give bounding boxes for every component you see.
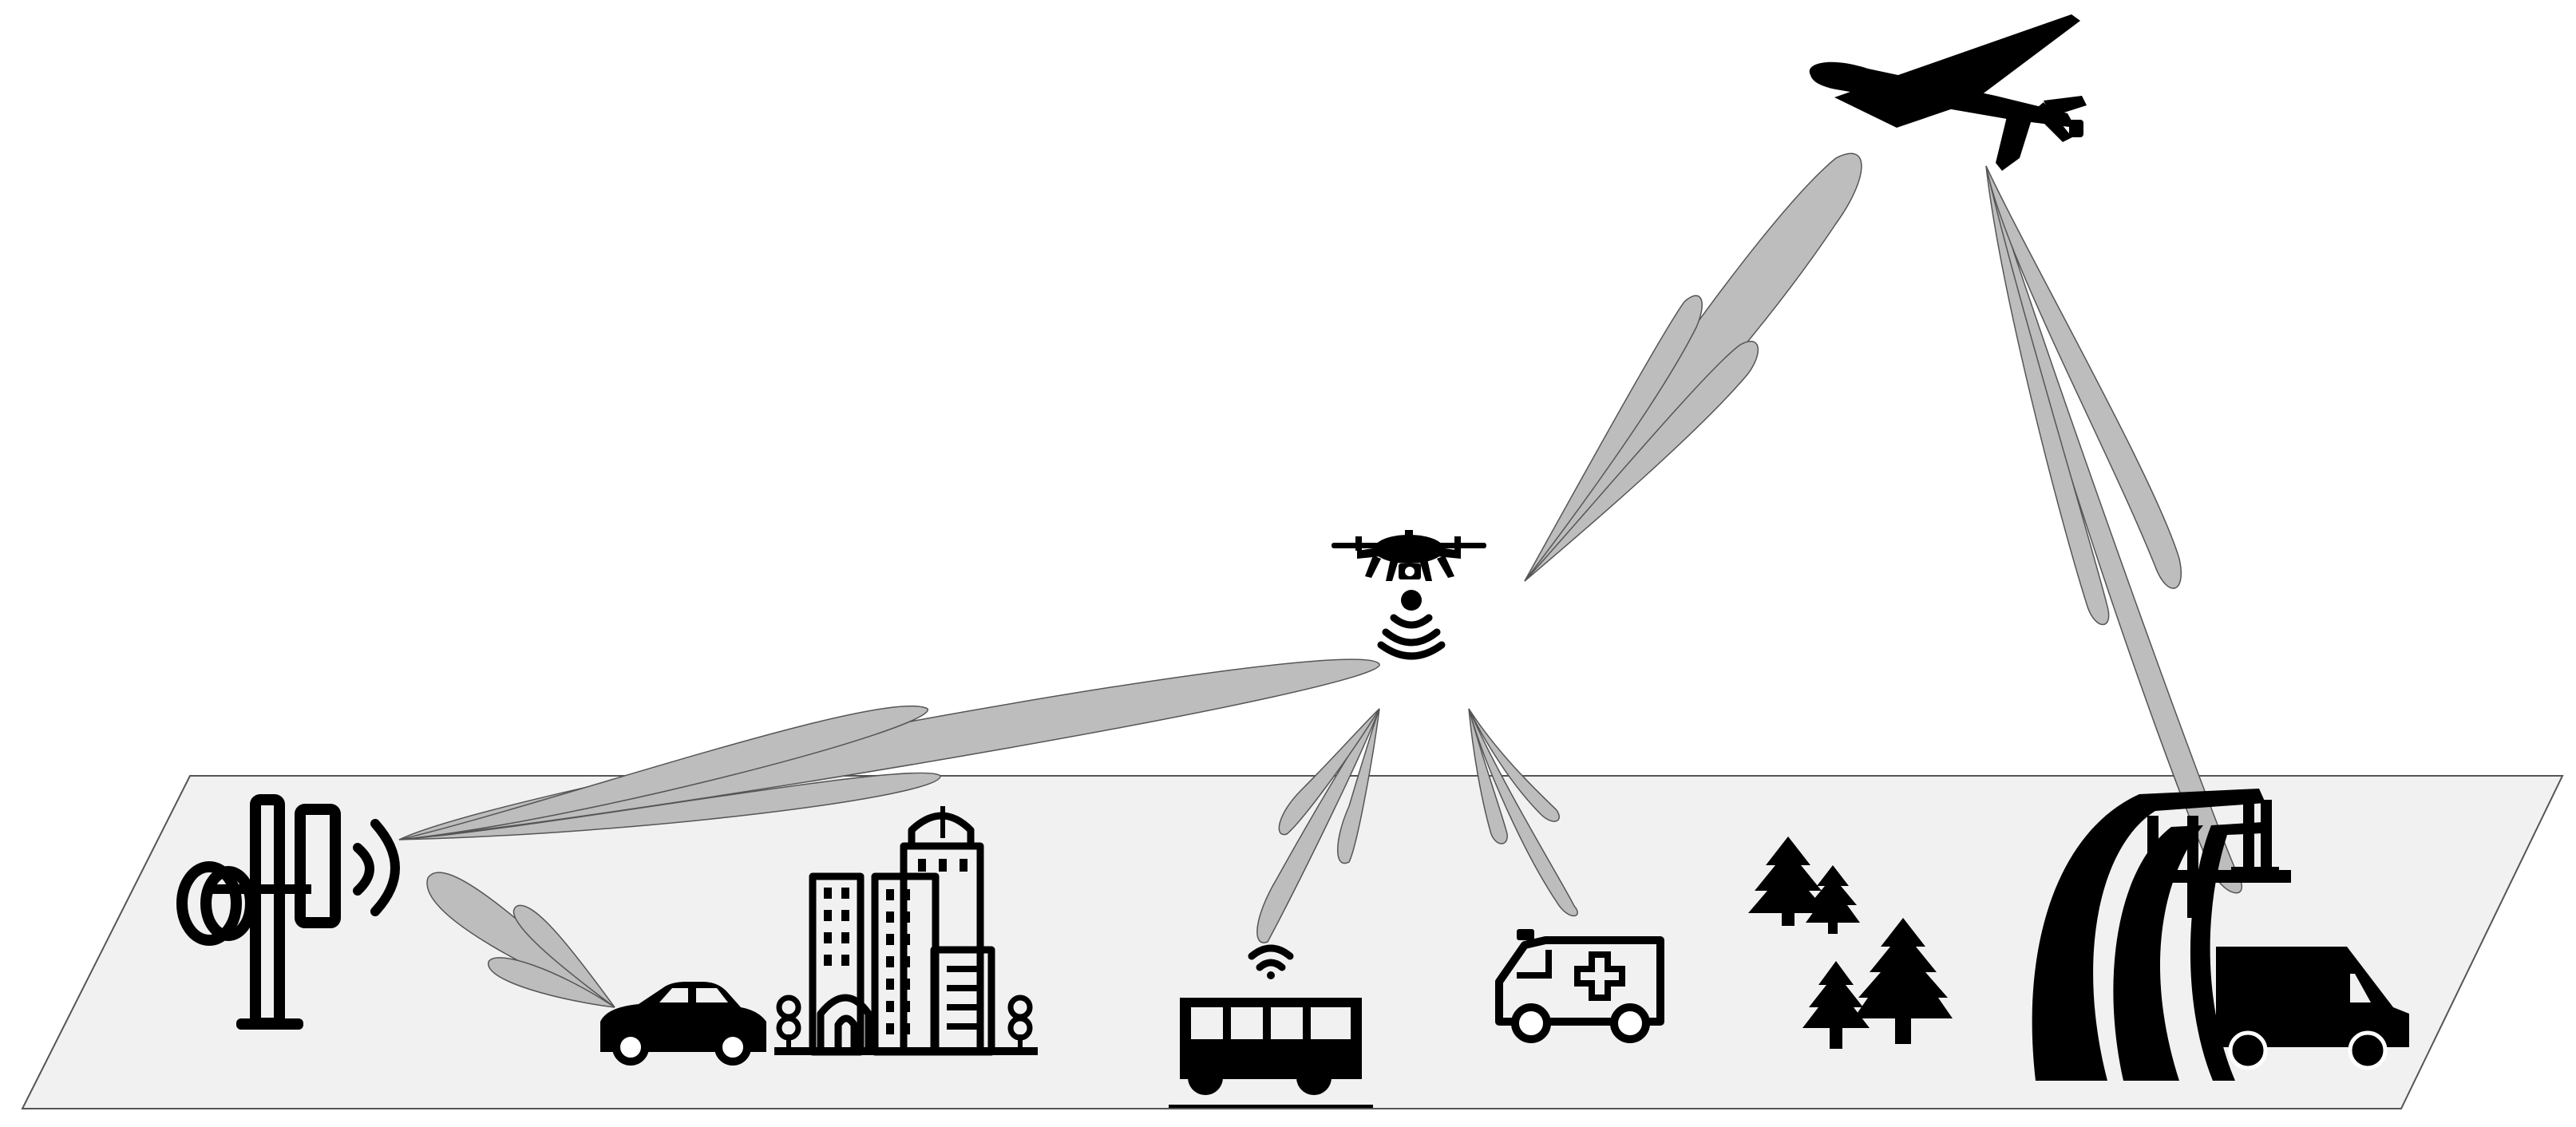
- quadcopter-drone-icon: [1332, 530, 1486, 660]
- beam-lobe: [488, 957, 615, 1008]
- city-buildings-icon: [774, 806, 1038, 1056]
- road-bridge-icon: [2032, 789, 2291, 1081]
- ambulance-icon: [1495, 929, 1664, 1043]
- beam-drone-to-bus: [1256, 708, 1380, 943]
- beam-lobe: [1985, 165, 2182, 589]
- beam-base-to-drone: [398, 658, 1380, 840]
- beam-lobe: [1985, 165, 2110, 626]
- beam-lobe: [1524, 340, 1759, 582]
- beam-lobe: [398, 705, 928, 840]
- beam-drone-to-ambulance: [1468, 708, 1578, 917]
- beam-uav-to-highway: [1985, 165, 2243, 894]
- car-icon: [600, 982, 766, 1066]
- fixed-wing-uav-icon: [1809, 14, 2087, 171]
- beam-lobe: [512, 904, 615, 1008]
- beam-lobe: [1337, 708, 1380, 864]
- beam-lobe: [1278, 708, 1380, 836]
- beam-lobe: [398, 772, 941, 840]
- delivery-van-icon: [2216, 947, 2409, 1070]
- beam-lobe: [1468, 708, 1578, 917]
- beam-lobe: [1468, 708, 1508, 844]
- pine-trees-icon: [1748, 836, 1953, 1049]
- cell-tower-icon: [176, 794, 400, 1030]
- beam-uav-to-drone: [1524, 152, 1862, 582]
- beam-lobe: [1524, 295, 1703, 582]
- beam-lobe: [1524, 152, 1862, 582]
- beam-base-to-car: [426, 872, 615, 1008]
- beam-lobe: [1256, 708, 1380, 943]
- bus-wifi-icon: [1169, 944, 1373, 1108]
- beam-lobe: [1468, 708, 1560, 822]
